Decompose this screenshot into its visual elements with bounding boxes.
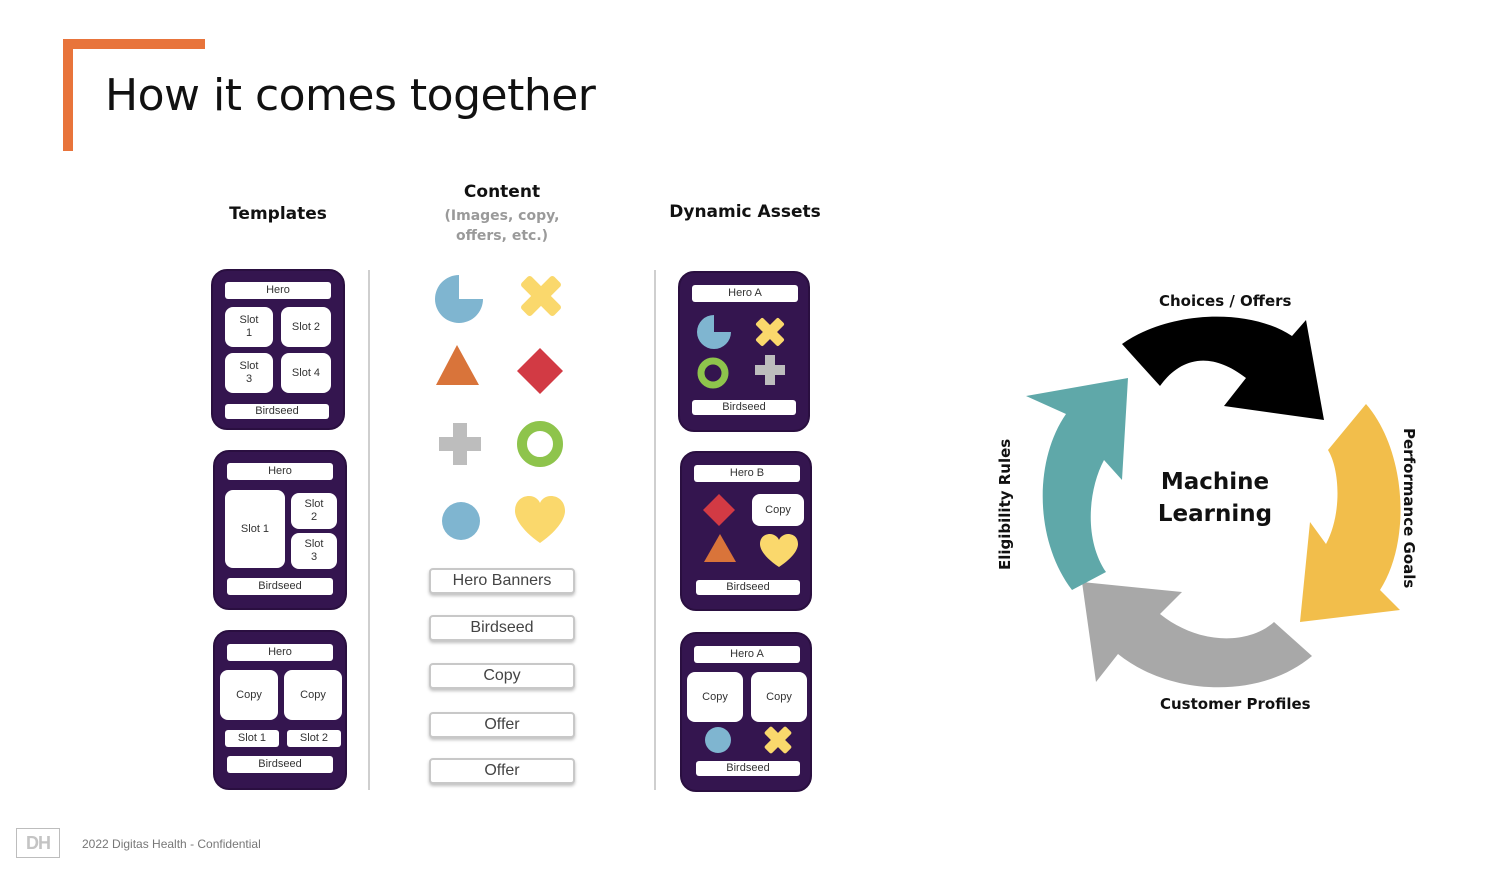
cycle-label-top: Choices / Offers bbox=[1159, 292, 1292, 310]
template-card-3: Hero Copy Copy Slot 1 Slot 2 Birdseed bbox=[213, 630, 347, 790]
slot-box: Slot 2 bbox=[287, 730, 341, 747]
content-item: Copy bbox=[429, 663, 575, 689]
hero-box: Hero bbox=[225, 282, 331, 299]
footer-text: 2022 Digitas Health - Confidential bbox=[82, 837, 261, 851]
heart-icon bbox=[515, 496, 565, 543]
birdseed-box: Birdseed bbox=[696, 580, 800, 595]
asset-shapes bbox=[697, 315, 785, 389]
profiles-arrow bbox=[1082, 582, 1312, 688]
cycle-label-bottom: Customer Profiles bbox=[1160, 695, 1311, 713]
title-accent-bracket bbox=[63, 39, 205, 151]
pie-icon bbox=[697, 315, 731, 349]
slot-box: Slot 3 bbox=[291, 533, 337, 569]
choices-arrow bbox=[1122, 316, 1324, 420]
diamond-icon bbox=[517, 348, 563, 394]
slot-box: Slot 2 bbox=[281, 307, 331, 347]
hero-box: Hero bbox=[227, 463, 333, 480]
circle-icon bbox=[705, 727, 731, 753]
dynamic-asset-card-1: Hero A Birdseed bbox=[678, 271, 810, 432]
column-divider bbox=[368, 270, 370, 790]
cycle-label-right: Performance Goals bbox=[1400, 428, 1418, 589]
birdseed-box: Birdseed bbox=[692, 400, 796, 415]
asset-shapes bbox=[705, 726, 792, 754]
copy-box: Copy bbox=[752, 494, 804, 526]
plus-icon bbox=[755, 355, 785, 385]
x-icon bbox=[764, 726, 792, 754]
ring-icon bbox=[697, 357, 729, 389]
hero-box: Hero bbox=[227, 644, 333, 661]
heart-icon bbox=[760, 534, 798, 567]
center-label: Machine Learning bbox=[1157, 469, 1273, 527]
content-subheading: (Images, copy, offers, etc.) bbox=[444, 208, 560, 244]
birdseed-box: Birdseed bbox=[227, 756, 333, 773]
birdseed-box: Birdseed bbox=[225, 404, 329, 419]
circle-icon bbox=[442, 502, 480, 540]
template-card-2: Hero Slot 1 Slot 2 Slot 3 Birdseed bbox=[213, 450, 347, 610]
slot-box: Slot 2 bbox=[291, 493, 337, 529]
ml-cycle-diagram bbox=[1026, 316, 1401, 688]
slot-box: Slot 1 bbox=[225, 730, 279, 747]
content-item: Birdseed bbox=[429, 615, 575, 641]
dynamic-assets-heading: Dynamic Assets bbox=[669, 202, 821, 222]
copy-box: Copy bbox=[220, 670, 278, 720]
asset-shapes bbox=[703, 494, 736, 562]
content-shapes bbox=[435, 275, 565, 543]
ring-icon bbox=[517, 421, 563, 467]
template-card-1: Hero Slot 1 Slot 2 Slot 3 Slot 4 Birdsee… bbox=[211, 269, 345, 430]
triangle-icon bbox=[704, 534, 736, 562]
diamond-icon bbox=[703, 494, 735, 526]
slot-box: Slot 3 bbox=[225, 353, 273, 393]
slot-box: Slot 4 bbox=[281, 353, 331, 393]
content-item: Hero Banners bbox=[429, 568, 575, 594]
copy-box: Copy bbox=[687, 672, 743, 722]
birdseed-box: Birdseed bbox=[696, 761, 800, 776]
content-item: Offer bbox=[429, 758, 575, 784]
page-title: How it comes together bbox=[105, 70, 596, 121]
hero-box: Hero A bbox=[692, 285, 798, 302]
templates-heading: Templates bbox=[229, 204, 327, 224]
copy-box: Copy bbox=[751, 672, 807, 722]
footer-logo: DH bbox=[16, 828, 60, 858]
x-icon bbox=[755, 317, 785, 347]
content-item: Offer bbox=[429, 712, 575, 738]
pie-icon bbox=[435, 275, 483, 323]
dynamic-asset-card-2: Hero B Copy Birdseed bbox=[680, 451, 812, 611]
slot-box: Slot 1 bbox=[225, 307, 273, 347]
performance-arrow bbox=[1300, 404, 1401, 622]
triangle-icon bbox=[436, 345, 479, 385]
hero-box: Hero B bbox=[694, 465, 800, 482]
copy-box: Copy bbox=[284, 670, 342, 720]
plus-icon bbox=[439, 423, 481, 465]
cycle-label-left: Eligibility Rules bbox=[996, 438, 1014, 570]
content-heading: Content bbox=[463, 182, 541, 202]
birdseed-box: Birdseed bbox=[227, 578, 333, 595]
eligibility-arrow bbox=[1026, 378, 1128, 590]
hero-box: Hero A bbox=[694, 646, 800, 663]
dynamic-asset-card-3: Hero A Copy Copy Birdseed bbox=[680, 632, 812, 792]
column-divider bbox=[654, 270, 656, 790]
slot-box: Slot 1 bbox=[225, 490, 285, 568]
x-icon bbox=[521, 276, 561, 316]
